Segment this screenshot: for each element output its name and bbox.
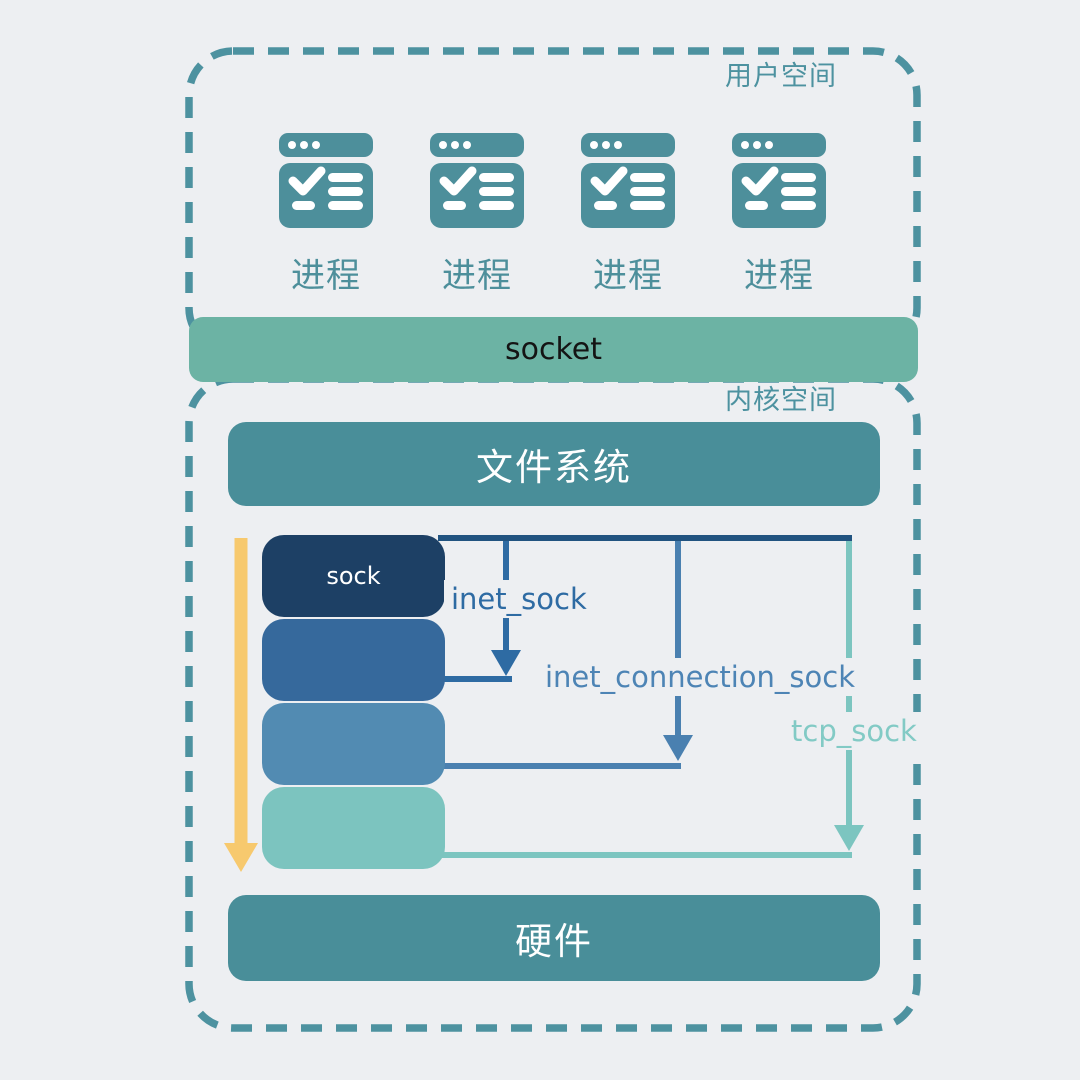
socket-layer-bar: socket [189, 317, 918, 382]
filesystem-bar: 文件系统 [228, 422, 880, 506]
process-item: 进程 [581, 133, 675, 297]
inet-connection-sock-label: inet_connection_sock [538, 658, 863, 696]
user-space-label: 用户空间 [725, 61, 837, 92]
stack-layer-inet-connection-sock [262, 703, 445, 785]
socket-layer-label: socket [504, 332, 602, 367]
process-label: 进程 [744, 256, 814, 296]
tcp-sock-label: tcp_sock [784, 712, 924, 750]
process-item: 进程 [430, 133, 524, 297]
process-item: 进程 [732, 133, 826, 297]
process-label: 进程 [593, 256, 663, 296]
filesystem-bar-label: 文件系统 [476, 446, 632, 489]
sock-struct-stack: sock [262, 535, 445, 871]
process-window-icon [581, 133, 675, 228]
inet-sock-arrowhead-icon [491, 650, 521, 676]
tcp-sock-arrowhead-icon [834, 825, 864, 851]
stack-layer-sock: sock [262, 535, 445, 617]
process-window-icon [732, 133, 826, 228]
stack-layer-inet-sock [262, 619, 445, 701]
kernel-space-label: 内核空间 [725, 385, 837, 416]
inet-connection-sock-arrowhead-icon [663, 735, 693, 761]
flow-direction-arrowhead-icon [224, 843, 258, 872]
hardware-bar: 硬件 [228, 895, 880, 981]
process-label: 进程 [442, 256, 512, 296]
process-window-icon [430, 133, 524, 228]
stack-layer-tcp-sock [262, 787, 445, 869]
hardware-bar-label: 硬件 [515, 920, 593, 963]
process-item: 进程 [279, 133, 373, 297]
sock-label: sock [326, 562, 381, 590]
process-label: 进程 [291, 256, 361, 296]
process-window-icon [279, 133, 373, 228]
inet-sock-label: inet_sock [444, 580, 594, 618]
